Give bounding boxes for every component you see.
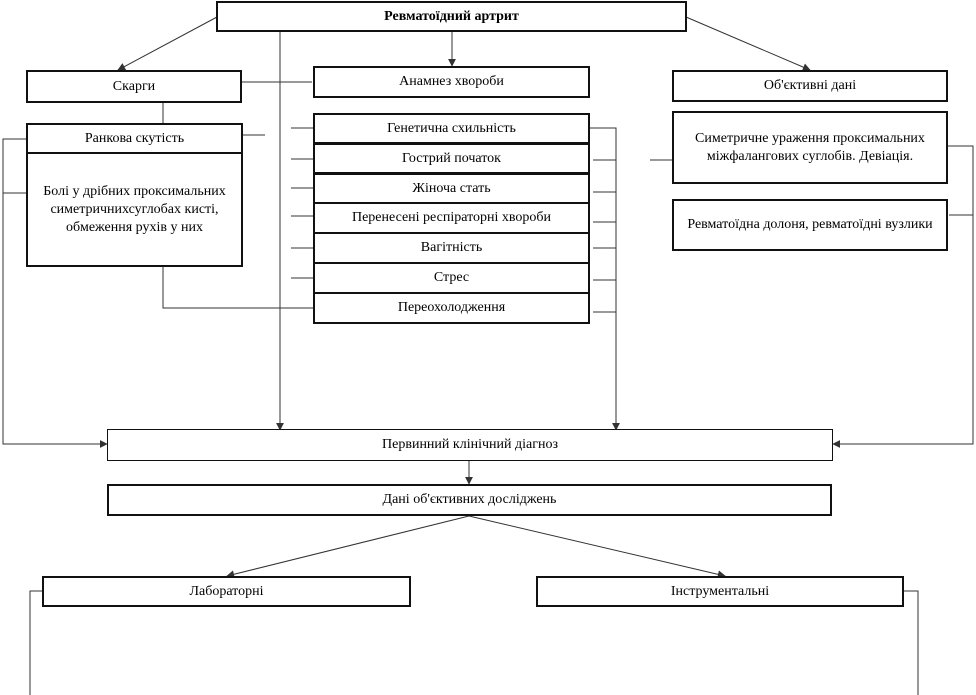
anamnesis-item-respiratory: Перенесені респіраторні хвороби — [313, 202, 590, 234]
objective-palm-box: Ревматоїдна долоня, ревматоїдні вузлики — [672, 199, 948, 251]
title-box: Ревматоїдний артрит — [216, 1, 687, 32]
anamnesis-item-genetic: Генетична схильність — [313, 113, 590, 144]
laboratory-box: Лабораторні — [42, 576, 411, 607]
arrow-title-to-complaints — [117, 16, 218, 71]
arrow-complaints-to-diagnosis — [2, 138, 108, 448]
primary-diagnosis-box: Первинний клінічний діагноз — [107, 429, 833, 461]
anamnesis-item-pregnancy: Вагітність — [313, 232, 590, 264]
complaints-header: Скарги — [26, 70, 242, 103]
pain-box: Болі у дрібних проксимальних симетричних… — [26, 152, 243, 267]
objective-studies-box: Дані об'єктивних досліджень — [107, 484, 832, 516]
objective-header: Об'єктивні дані — [672, 70, 948, 102]
line-laboratory-down — [29, 590, 42, 695]
anamnesis-item-cooling: Переохолодження — [313, 292, 590, 324]
anamnesis-item-female: Жіноча стать — [313, 173, 590, 204]
objective-symmetric-box: Симетричне ураження проксимальних міжфал… — [672, 111, 948, 184]
instrumental-box: Інструментальні — [536, 576, 904, 607]
line-instrumental-down — [903, 590, 919, 695]
anamnesis-item-acute-onset: Гострий початок — [313, 143, 590, 174]
arrow-studies-to-instrumental — [468, 515, 726, 579]
arrow-objective-to-diagnosis — [832, 145, 974, 448]
arrow-studies-to-laboratory — [226, 515, 470, 579]
arrow-title-to-objective — [685, 16, 811, 71]
arrow-anamnesis-to-diagnosis — [589, 127, 620, 431]
anamnesis-header: Анамнез хвороби — [313, 66, 590, 98]
anamnesis-item-stress: Стрес — [313, 262, 590, 294]
morning-stiffness-box: Ранкова скутість — [26, 123, 243, 154]
